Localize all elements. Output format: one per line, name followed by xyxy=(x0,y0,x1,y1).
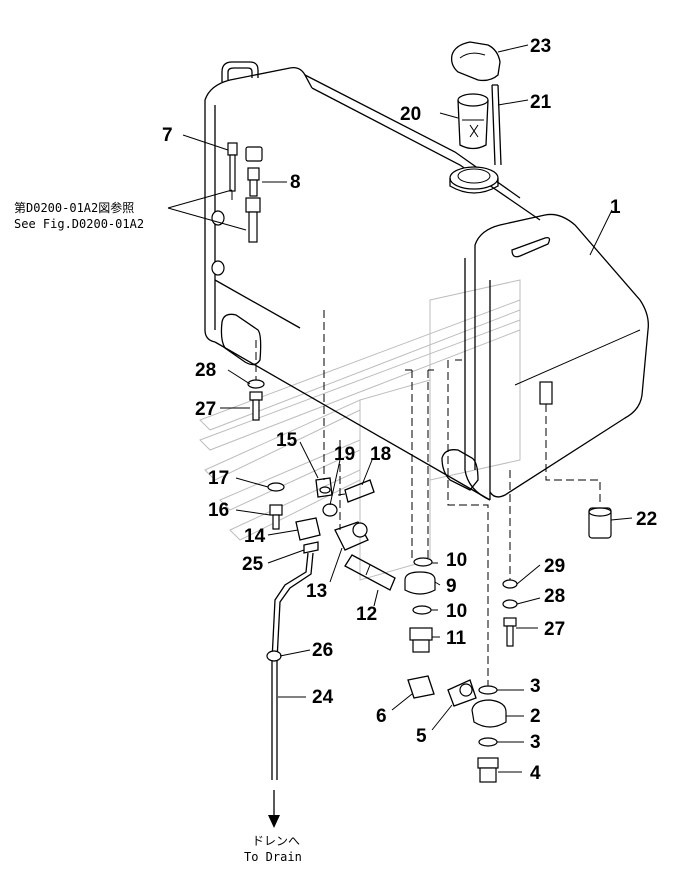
callout-6: 6 xyxy=(376,706,387,727)
callout-18: 18 xyxy=(370,444,391,465)
callout-7: 7 xyxy=(162,125,173,146)
drain-valve-assembly xyxy=(267,440,369,554)
callout-12: 12 xyxy=(356,604,377,625)
right-drain-assembly xyxy=(407,359,507,783)
callout-28-right: 28 xyxy=(544,586,565,607)
center-plug-assembly xyxy=(404,369,436,653)
callout-8: 8 xyxy=(290,172,301,193)
level-gauge-fittings xyxy=(227,142,263,243)
breather xyxy=(539,381,612,539)
callout-10-upper: 10 xyxy=(446,550,467,571)
drain-tube xyxy=(266,552,314,828)
callout-11: 11 xyxy=(446,628,467,649)
right-bolt-washer xyxy=(502,470,518,647)
callout-3-upper: 3 xyxy=(530,676,541,697)
callout-5: 5 xyxy=(416,726,427,747)
callout-2: 2 xyxy=(530,706,541,727)
callout-16: 16 xyxy=(208,500,229,521)
callout-15: 15 xyxy=(276,430,298,451)
callout-20: 20 xyxy=(400,104,421,125)
callout-10-lower: 10 xyxy=(446,601,467,622)
filler-assembly xyxy=(450,41,502,166)
callout-3-lower: 3 xyxy=(530,732,541,753)
callout-27-right: 27 xyxy=(544,619,565,640)
reference-notes: 第D0200-01A2図参照 See Fig.D0200-01A2 ドレンへ T… xyxy=(14,200,302,864)
bracket-assembly xyxy=(315,310,375,517)
callout-4: 4 xyxy=(530,763,541,784)
callout-21: 21 xyxy=(530,92,552,113)
drain-pipe-12 xyxy=(344,554,396,591)
callout-9: 9 xyxy=(446,576,457,597)
drain-note-en: To Drain xyxy=(244,850,302,864)
callout-19: 19 xyxy=(334,444,355,465)
callout-labels: 1 23 21 20 7 8 28 27 15 19 18 17 16 14 2… xyxy=(162,36,657,784)
callout-1: 1 xyxy=(610,197,621,218)
callout-24: 24 xyxy=(312,687,334,708)
callout-25: 25 xyxy=(242,554,264,575)
leader-lines xyxy=(167,44,633,773)
callout-27-left: 27 xyxy=(195,399,216,420)
ref-note-jp: 第D0200-01A2図参照 xyxy=(14,200,134,215)
callout-22: 22 xyxy=(636,509,657,530)
left-bolt-washer xyxy=(247,340,265,421)
callout-28-left: 28 xyxy=(195,360,216,381)
callout-14: 14 xyxy=(244,526,266,547)
callout-26: 26 xyxy=(312,640,333,661)
callout-17: 17 xyxy=(208,468,229,489)
hydraulic-tank xyxy=(204,61,649,501)
drain-note-jp: ドレンへ xyxy=(252,834,300,848)
callout-29: 29 xyxy=(544,556,565,577)
ref-note-en: See Fig.D0200-01A2 xyxy=(14,217,144,231)
callout-23: 23 xyxy=(530,36,551,57)
callout-13: 13 xyxy=(306,581,327,602)
